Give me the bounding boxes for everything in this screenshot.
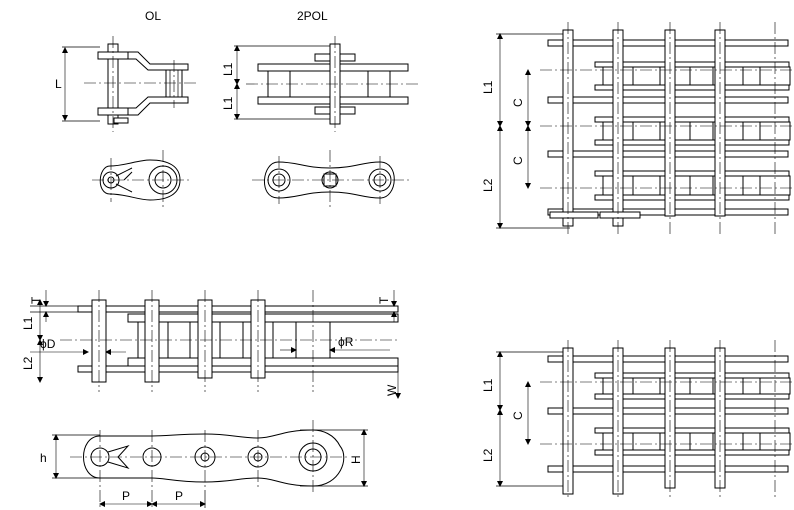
single-t-label-right: T: [377, 296, 391, 304]
pol-l1-lower: L1: [221, 96, 235, 110]
pol-title: 2POL: [297, 9, 328, 23]
pitch-p-label-1: P: [122, 489, 130, 503]
dbl-c-label: C: [511, 411, 525, 420]
tri-c-upper: C: [511, 98, 525, 107]
single-strand-chain-top-view: L1 L2 T ϕD T ϕR W: [21, 290, 401, 399]
offset-link-top-view: OL L: [55, 9, 196, 132]
single-t-label-left: T: [29, 296, 43, 304]
double-strand-chain-view: L1 L2 C: [481, 340, 794, 500]
single-l1-label: L1: [21, 316, 35, 330]
single-phi-r-label: ϕR: [338, 335, 354, 349]
dbl-l1-label: L1: [481, 378, 495, 392]
offset-link-side-view: [92, 150, 190, 210]
triple-strand-chain-view: L1 L2 C C: [481, 22, 794, 236]
double-pitch-offset-link-top-view: 2POL L1 L1: [221, 9, 420, 132]
pol-l1-upper: L1: [221, 62, 235, 76]
single-w-label: W: [385, 384, 399, 396]
side-h-label: h: [40, 451, 47, 465]
dbl-l2-label: L2: [481, 448, 495, 462]
double-pitch-offset-link-side-view: [252, 150, 410, 210]
side-h-upper-label: H: [349, 455, 363, 464]
tri-c-lower: C: [511, 156, 525, 165]
single-phi-d-label: ϕD: [40, 337, 56, 351]
tri-l2-label: L2: [481, 178, 495, 192]
pitch-p-label-2: P: [175, 489, 183, 503]
tri-l1-label: L1: [481, 80, 495, 94]
ol-l-label: L: [55, 77, 62, 91]
single-l2-label: L2: [21, 356, 35, 370]
single-strand-chain-side-view: h H P P: [40, 420, 368, 510]
ol-title: OL: [145, 9, 161, 23]
